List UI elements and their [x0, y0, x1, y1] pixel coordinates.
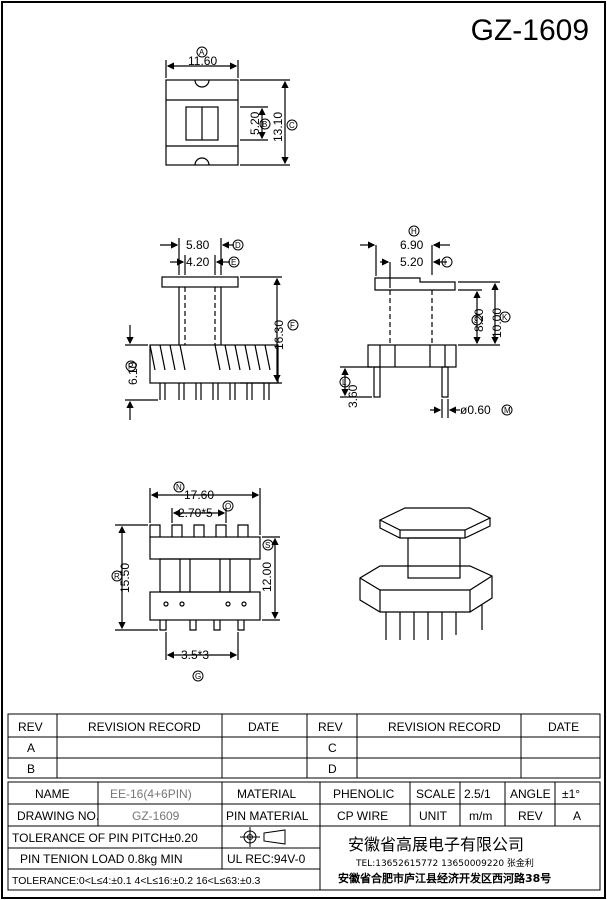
- company-name: 安徽省高展电子有限公司: [348, 835, 524, 854]
- scale-value: 2.5/1: [464, 787, 491, 801]
- dim-top-height: 13.10: [271, 112, 285, 142]
- dim-bottom-width: 17.60: [184, 488, 214, 502]
- dim-front-top: 5.80: [186, 238, 210, 252]
- tag-g: G: [195, 672, 201, 681]
- drawing-no-value: GZ-1609: [132, 809, 180, 823]
- dim-top-width: 11.60: [188, 54, 217, 68]
- tag-p: P: [128, 362, 133, 371]
- angle-value: ±1°: [562, 787, 580, 801]
- tag-f: F: [290, 321, 295, 330]
- dim-front-height: 16.30: [272, 320, 286, 350]
- tag-s: S: [265, 541, 270, 550]
- rev-header-2: REV: [318, 720, 343, 734]
- title-block-text: NAME EE-16(4+6PIN) MATERIAL PHENOLIC SCA…: [12, 787, 581, 887]
- rev-header-1: REV: [18, 720, 43, 734]
- dim-side-mid: 5.20: [400, 255, 424, 269]
- name-label: NAME: [35, 787, 70, 801]
- tag-i: I: [444, 258, 446, 267]
- pin-tension: PIN TENION LOAD 0.8kg MIN: [20, 852, 183, 866]
- tag-n: N: [176, 483, 182, 492]
- tag-h: H: [411, 227, 417, 236]
- bottom-view: [115, 488, 280, 660]
- isometric-view: [359, 507, 493, 640]
- tag-l: L: [342, 378, 347, 387]
- top-view-labels: 11.60 A 5.20 B 13.10 C: [188, 46, 298, 142]
- top-view: [165, 60, 290, 166]
- revision-record-header-2: REVISION RECORD: [388, 720, 501, 734]
- side-view: [340, 241, 500, 418]
- date-header-2: DATE: [548, 720, 579, 734]
- company-tel: TEL:13652615772 13650009220 张金利: [355, 857, 534, 869]
- tag-j: J: [474, 316, 478, 325]
- dim-top-inner: 5.20: [248, 111, 262, 135]
- unit-label: UNIT: [419, 809, 448, 823]
- part-number-title: GZ-1609: [470, 14, 589, 47]
- front-view-labels: 5.80 D 4.20 E 16.30 F 6.10 P: [125, 238, 299, 385]
- date-header-1: DATE: [248, 720, 279, 734]
- tolerance-pitch: TOLERANCE OF PIN PITCH±0.20: [12, 831, 198, 845]
- tag-o: O: [225, 502, 231, 511]
- side-view-labels: 6.90 H 5.20 I 8.20 J 10.00 K 3.60 L ø0.6…: [339, 225, 513, 417]
- rev-value: A: [573, 809, 581, 823]
- ul-rating: UL REC:94V-0: [227, 852, 306, 866]
- dim-front-mid: 4.20: [186, 255, 210, 269]
- rev-d: D: [328, 762, 337, 776]
- pin-material-value: CP WIRE: [337, 809, 388, 823]
- angle-label: ANGLE: [510, 787, 551, 801]
- material-value: PHENOLIC: [333, 787, 395, 801]
- dim-side-pin-dia: ø0.60: [460, 403, 491, 417]
- rev-a: A: [27, 741, 35, 755]
- tag-e: E: [231, 258, 236, 267]
- dim-side-pin-len: 3.60: [346, 384, 360, 408]
- dim-side-top: 6.90: [400, 238, 424, 252]
- tag-r: R: [114, 572, 120, 581]
- revision-record-header-1: REVISION RECORD: [88, 720, 201, 734]
- tag-d: D: [235, 241, 241, 250]
- dim-bottom-inner: 12.00: [260, 562, 274, 592]
- tag-m: M: [504, 406, 511, 415]
- dim-bottom-height: 15.50: [118, 563, 132, 593]
- tag-a: A: [199, 48, 205, 57]
- drawing-no-label: DRAWING NO.: [17, 809, 99, 823]
- rev-label: REV: [518, 809, 543, 823]
- title-block-grid: [7, 781, 601, 891]
- front-view: [125, 238, 282, 420]
- tag-c: C: [289, 121, 295, 130]
- material-label: MATERIAL: [237, 787, 296, 801]
- tolerance-full: TOLERANCE:0<L≤4:±0.1 4<L≤16:±0.2 16<L≤63…: [12, 875, 260, 887]
- unit-value: m/m: [469, 809, 492, 823]
- scale-label: SCALE: [416, 787, 455, 801]
- revision-table: [7, 713, 601, 779]
- rev-c: C: [328, 741, 337, 755]
- revision-table-text: REV REVISION RECORD DATE REV REVISION RE…: [18, 720, 579, 776]
- dim-bottom-row: 3.5*3: [181, 648, 209, 662]
- name-value: EE-16(4+6PIN): [110, 787, 192, 801]
- tag-k: K: [502, 313, 508, 322]
- dim-front-base: 6.10: [126, 361, 140, 385]
- company-address: 安徽省合肥市庐江县经济开发区西河路38号: [338, 871, 551, 885]
- bottom-view-labels: 17.60 N 2.70*5 O 15.50 R 12.00 S 3.5*3 G: [111, 481, 274, 682]
- dim-side-h1: 8.20: [472, 308, 486, 332]
- dim-bottom-pitch: 2.70*5: [178, 506, 213, 520]
- rev-b: B: [27, 762, 35, 776]
- pin-material-label: PIN MATERIAL: [226, 809, 309, 823]
- tag-b: B: [262, 120, 267, 129]
